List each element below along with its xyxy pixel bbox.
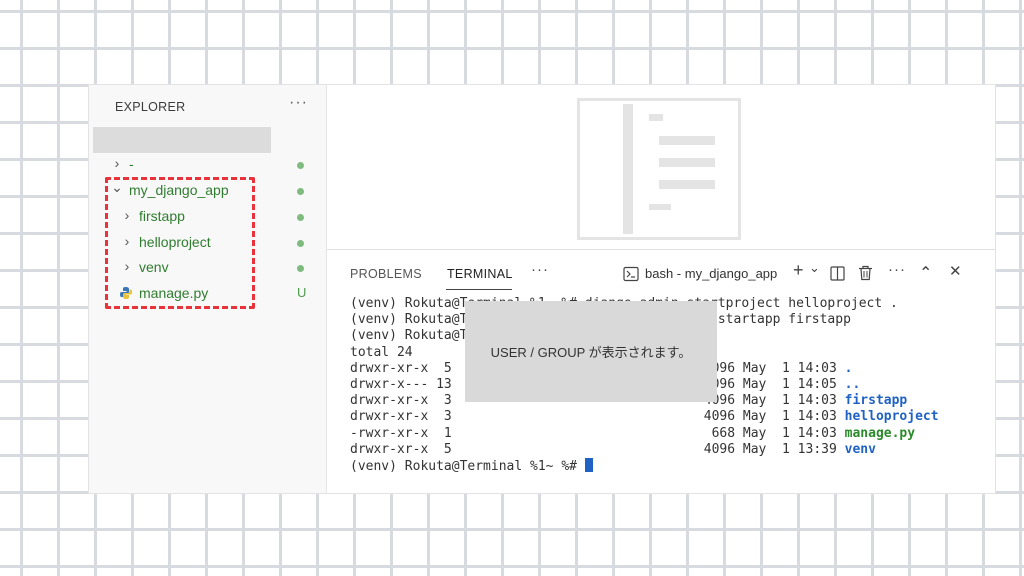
explorer-title: EXPLORER — [115, 100, 186, 114]
split-terminal-icon[interactable] — [830, 266, 845, 281]
tree-item-dash[interactable]: › - — [89, 153, 327, 177]
modified-dot-icon — [297, 265, 304, 272]
file-permissions: drwxr-xr-x 5 — [350, 360, 452, 376]
maximize-panel-icon[interactable]: ⌃ — [919, 265, 933, 282]
file-meta: 4096 May 1 14:03 — [703, 360, 845, 376]
close-panel-icon[interactable]: ✕ — [949, 263, 962, 280]
python-icon — [120, 287, 132, 299]
trash-icon[interactable] — [858, 265, 873, 281]
tree-item-label: venv — [139, 259, 169, 275]
tree-item-label: - — [129, 156, 134, 172]
dir-name: .. — [844, 376, 861, 392]
dir-name: venv — [844, 441, 876, 457]
tree-item-firstapp[interactable]: › firstapp — [89, 205, 327, 229]
tree-item-my-django-app[interactable]: ⌄ my_django_app — [89, 179, 327, 203]
chevron-down-icon: ⌄ — [111, 179, 123, 195]
tree-item-manage-py[interactable]: manage.py U — [89, 282, 327, 306]
modified-dot-icon — [297, 240, 304, 247]
file-meta: 4096 May 1 14:03 — [703, 393, 845, 409]
file-meta: 668 May 1 14:03 — [703, 425, 845, 441]
terminal-line: drwxr-xr-x 5 4096 May 1 13:39 venv — [350, 442, 990, 458]
terminal-line: total 24 — [350, 344, 413, 360]
chevron-right-icon: › — [124, 233, 130, 249]
tree-item-label: firstapp — [139, 208, 185, 224]
modified-dot-icon — [297, 162, 304, 169]
modified-dot-icon — [297, 214, 304, 221]
modified-dot-icon — [297, 188, 304, 195]
tab-problems[interactable]: PROBLEMS — [350, 267, 422, 281]
chevron-right-icon: › — [124, 207, 130, 223]
terminal-line: -rwxr-xr-x 1 668 May 1 14:03 manage.py — [350, 426, 990, 442]
active-tab-indicator — [446, 289, 512, 290]
redaction-mask: USER / GROUP が表示されます。 — [465, 301, 717, 402]
file-meta: 4096 May 1 14:03 — [703, 409, 845, 425]
file-permissions: -rwxr-xr-x 1 — [350, 425, 452, 441]
vscode-watermark-icon — [577, 98, 741, 240]
chevron-right-icon: › — [124, 258, 130, 274]
terminal-line: drwxr-xr-x 3 4096 May 1 14:03 firstapp — [350, 393, 990, 409]
terminal-prompt-line: (venv) Rokuta@Terminal %1~ %# — [350, 457, 990, 474]
highlight-box — [105, 177, 255, 309]
file-permissions: drwxr-x--- 13 — [350, 376, 452, 392]
file-permissions: drwxr-xr-x 3 — [350, 393, 452, 409]
terminal-icon[interactable] — [623, 266, 639, 282]
explorer-more-icon[interactable]: ··· — [289, 94, 308, 111]
untracked-badge: U — [297, 285, 307, 300]
dir-name: firstapp — [844, 393, 908, 409]
panel-more-actions-icon[interactable]: ··· — [888, 261, 906, 278]
panel-more-icon[interactable]: ··· — [531, 261, 549, 278]
file-meta: 4096 May 1 14:05 — [703, 376, 845, 392]
chevron-down-icon[interactable]: ⌄ — [809, 260, 820, 275]
file-permissions: drwxr-xr-x 5 — [350, 441, 452, 457]
tree-item-label: manage.py — [139, 285, 209, 301]
mask-note: USER / GROUP が表示されます。 — [490, 345, 692, 360]
dir-name: . — [844, 360, 853, 376]
chevron-right-icon: › — [114, 155, 120, 171]
explorer-blank-bar — [93, 127, 271, 153]
add-terminal-icon[interactable]: + — [793, 260, 804, 280]
tree-item-label: helloproject — [139, 234, 211, 250]
tree-item-venv[interactable]: › venv — [89, 256, 327, 280]
file-name: manage.py — [844, 425, 916, 441]
explorer-sidebar: EXPLORER ··· › - ⌄ my_django_app › first… — [89, 85, 327, 493]
dir-name: helloproject — [844, 409, 939, 425]
terminal-name[interactable]: bash - my_django_app — [645, 266, 778, 281]
editor-area — [327, 85, 995, 249]
file-meta: 4096 May 1 13:39 — [703, 441, 845, 457]
vscode-window: EXPLORER ··· › - ⌄ my_django_app › first… — [88, 84, 996, 494]
terminal-line: drwxr-xr-x 5 4096 May 1 14:03 . — [350, 361, 990, 377]
file-permissions: drwxr-xr-x 3 — [350, 409, 452, 425]
terminal-prompt: (venv) Rokuta@Terminal %1~ %# — [350, 458, 585, 474]
bottom-panel: PROBLEMS TERMINAL ··· bash - my_django_a… — [327, 249, 995, 493]
terminal-line: drwxr-xr-x 3 4096 May 1 14:03 helloprojec… — [350, 409, 990, 425]
tab-terminal[interactable]: TERMINAL — [447, 267, 513, 281]
terminal-cursor — [584, 457, 593, 472]
tree-item-helloproject[interactable]: › helloproject — [89, 231, 327, 255]
tree-item-label: my_django_app — [129, 182, 229, 198]
